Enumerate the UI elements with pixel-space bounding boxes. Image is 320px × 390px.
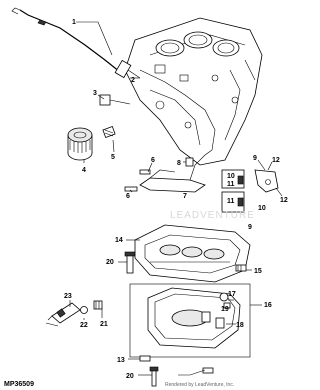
exploded-parts-diagram: 1 2 3 4 5 6 6 7 8 9 10 11 12 11 10 12 9 … (4, 7, 288, 388)
callout-17: 17 (228, 291, 236, 298)
callout-19: 19 (221, 306, 229, 313)
callout-10: 10 (227, 173, 235, 180)
callout-labels: 1 2 3 4 5 6 6 7 8 9 10 11 12 11 10 12 9 … (64, 19, 288, 380)
callout-lower-11: 11 (227, 198, 235, 205)
bracket (254, 169, 279, 193)
callout-7: 7 (183, 193, 187, 200)
bolt-assembly-upper (221, 169, 245, 213)
callout-1: 1 (72, 19, 76, 26)
callout-14: 14 (115, 237, 123, 244)
callout-23: 23 (64, 293, 72, 300)
callout-16: 16 (264, 302, 272, 309)
oil-pan-spacer (134, 224, 251, 283)
callout-2: 2 (131, 77, 135, 84)
engine-block (124, 17, 263, 166)
filter-nipple (102, 126, 116, 138)
callout-11: 11 (227, 181, 235, 188)
oil-pan (129, 283, 251, 358)
drain-bolt (223, 302, 231, 309)
callout-12: 12 (272, 157, 280, 164)
pan-bolt-right (235, 264, 247, 272)
footer-credit: Rendered by LeadVenture, Inc. (165, 382, 234, 388)
pressure-sensor (99, 94, 131, 106)
drain-plug (215, 317, 225, 329)
callout-6-left: 6 (126, 193, 130, 200)
oil-filter (67, 127, 93, 161)
sensor-fitting (93, 300, 103, 310)
callout-13: 13 (117, 357, 125, 364)
pan-bolt (124, 251, 136, 274)
callout-20: 20 (106, 259, 114, 266)
callout-5: 5 (111, 154, 115, 161)
lower-bolt-13 (139, 355, 151, 362)
oil-level-sensor (45, 302, 81, 327)
callout-4: 4 (82, 167, 86, 174)
pipe-fitting (185, 157, 194, 167)
callout-22: 22 (80, 322, 88, 329)
callout-15: 15 (254, 268, 262, 275)
callout-18: 18 (236, 322, 244, 329)
callout-6: 6 (151, 157, 155, 164)
lower-bolt-15 (202, 367, 214, 374)
callout-3: 3 (93, 90, 97, 97)
callout-lower-10: 10 (258, 205, 266, 212)
lower-bolt-20 (149, 366, 159, 387)
callout-lower-9: 9 (248, 224, 252, 231)
callout-21: 21 (100, 321, 108, 328)
reference-code: MP36509 (4, 381, 34, 388)
leader-lines (69, 21, 283, 376)
watermark: LEADVENTURE (170, 210, 255, 221)
callout-lower-12: 12 (280, 197, 288, 204)
callout-lower-20: 20 (126, 373, 134, 380)
oil-strainer-pipe (139, 149, 213, 193)
o-ring (80, 306, 88, 314)
callout-9: 9 (253, 155, 257, 162)
drain-plug-washer (219, 292, 229, 302)
dipstick-tube (114, 59, 141, 79)
callout-8: 8 (177, 160, 181, 167)
dipstick (11, 7, 121, 73)
